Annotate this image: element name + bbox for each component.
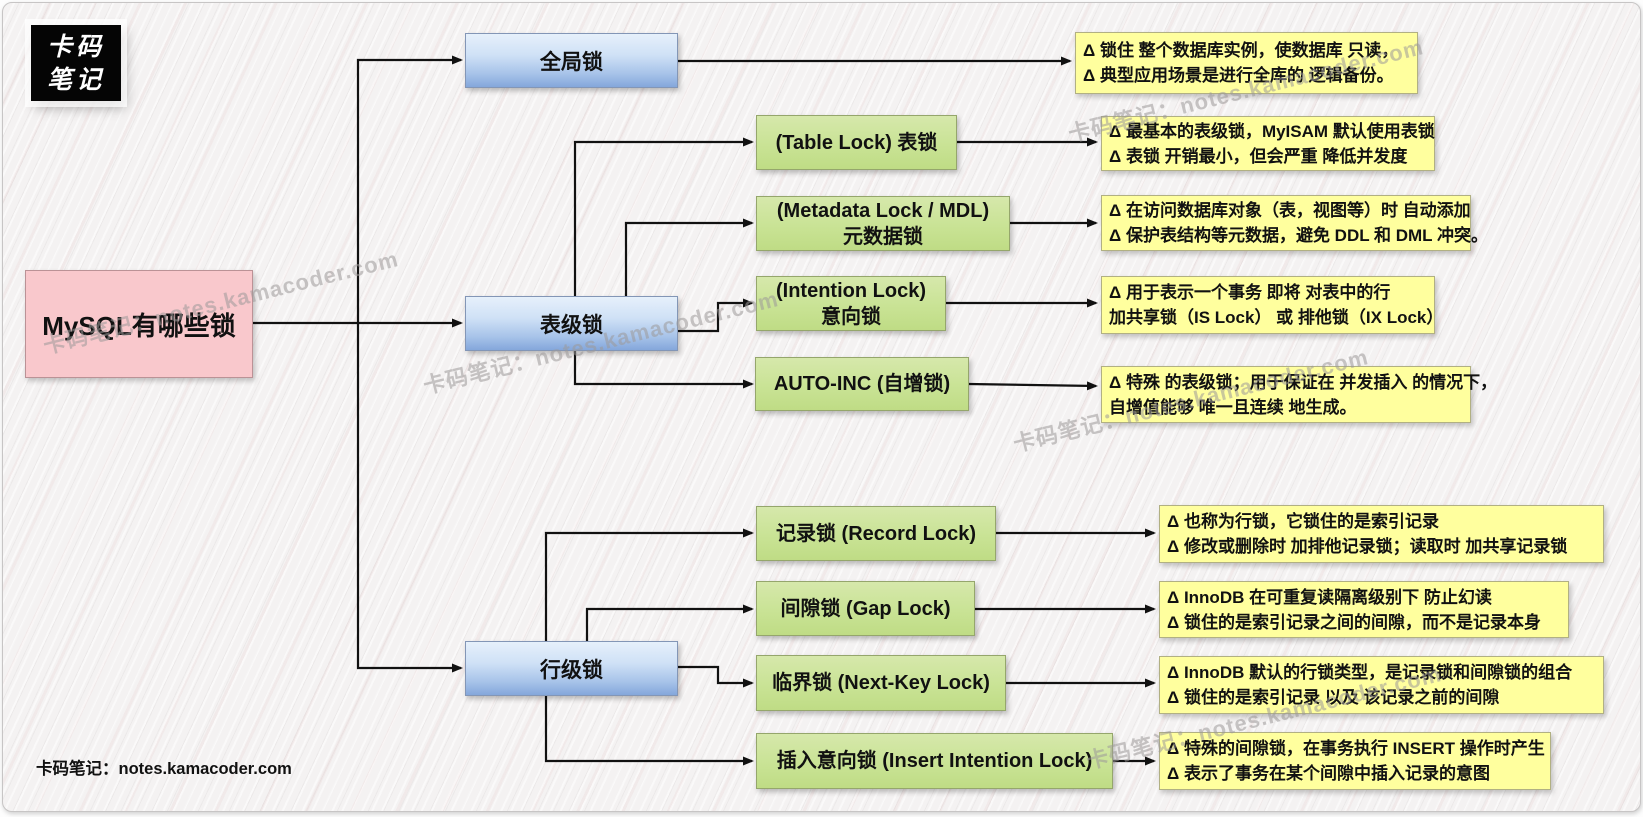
logo-line2: 笔记: [46, 65, 105, 94]
node-insert-intention-lock-label: 插入意向锁 (Insert Intention Lock): [776, 750, 1093, 772]
note-table-lock-line1: Δ 最基本的表级锁，MyISAM 默认使用表锁: [1109, 121, 1435, 141]
node-global-lock: 全局锁: [465, 33, 678, 88]
node-intention-lock-line1: (Intention Lock): [776, 279, 926, 302]
node-insert-intention-lock: 插入意向锁 (Insert Intention Lock): [756, 733, 1113, 789]
note-insert-intention-lock-line1: Δ 特殊的间隙锁，在事务执行 INSERT 操作时产生: [1167, 739, 1545, 758]
node-record-lock: 记录锁 (Record Lock): [756, 506, 996, 561]
note-global-lock: Δ 锁住 整个数据库实例，使数据库 只读， Δ 典型应用场景是进行全库的 逻辑备…: [1075, 32, 1418, 94]
note-record-lock-line1: Δ 也称为行锁，它锁住的是索引记录: [1167, 512, 1439, 531]
note-next-key-lock-line2: Δ 锁住的是索引记录 以及 该记录之前的间隙: [1167, 688, 1500, 707]
note-intention-lock-line2: 加共享锁（IS Lock） 或 排他锁（IX Lock）: [1109, 308, 1444, 327]
node-gap-lock: 间隙锁 (Gap Lock): [756, 581, 975, 636]
note-record-lock: Δ 也称为行锁，它锁住的是索引记录 Δ 修改或删除时 加排他记录锁；读取时 加共…: [1159, 505, 1604, 563]
note-table-lock: Δ 最基本的表级锁，MyISAM 默认使用表锁 Δ 表锁 开销最小，但会严重 降…: [1101, 116, 1435, 171]
logo-line1: 卡码: [46, 32, 105, 61]
note-auto-inc-lock-line1: Δ 特殊 的表级锁；用于保证在 并发插入 的情况下，: [1109, 372, 1498, 392]
note-metadata-lock: Δ 在访问数据库对象（表，视图等）时 自动添加 Δ 保护表结构等元数据，避免 D…: [1101, 195, 1488, 251]
footer-site-text: 卡码笔记：notes.kamacoder.com: [36, 760, 292, 778]
node-metadata-lock-line2: 元数据锁: [843, 225, 923, 248]
note-gap-lock-line1: Δ InnoDB 在可重复读隔离级别下 防止幻读: [1167, 587, 1492, 607]
note-table-lock-line2: Δ 表锁 开销最小，但会严重 降低并发度: [1109, 146, 1408, 166]
node-table-level-lock: 表级锁: [465, 296, 678, 351]
node-root-mysql-locks: MySQL有哪些锁: [25, 270, 253, 378]
node-next-key-lock: 临界锁 (Next-Key Lock): [756, 655, 1006, 711]
node-row-level-lock: 行级锁: [465, 641, 678, 696]
note-metadata-lock-line2: Δ 保护表结构等元数据，避免 DDL 和 DML 冲突。: [1109, 226, 1488, 245]
kamacoder-logo: 卡码 笔记: [31, 25, 121, 101]
node-metadata-lock: (Metadata Lock / MDL) 元数据锁: [756, 196, 1010, 251]
note-global-lock-line1: Δ 锁住 整个数据库实例，使数据库 只读，: [1083, 41, 1399, 60]
note-next-key-lock-line1: Δ InnoDB 默认的行锁类型，是记录锁和间隙锁的组合: [1167, 663, 1573, 682]
node-table-level-lock-label: 表级锁: [540, 313, 603, 337]
node-table-lock-label: (Table Lock) 表锁: [775, 131, 938, 154]
node-intention-lock: (Intention Lock) 意向锁: [756, 276, 946, 331]
node-record-lock-label: 记录锁 (Record Lock): [775, 522, 977, 545]
note-gap-lock-line2: Δ 锁住的是索引记录之间的间隙，而不是记录本身: [1167, 612, 1541, 632]
node-global-lock-label: 全局锁: [540, 50, 603, 74]
note-auto-inc-lock-line2: 自增值能够 唯一且连续 地生成。: [1109, 397, 1357, 417]
note-intention-lock: Δ 用于表示一个事务 即将 对表中的行 加共享锁（IS Lock） 或 排他锁（…: [1101, 276, 1443, 334]
node-metadata-lock-line1: (Metadata Lock / MDL): [776, 199, 990, 222]
node-auto-inc-lock-label: AUTO-INC (自增锁): [773, 373, 951, 395]
node-intention-lock-line2: 意向锁: [821, 305, 881, 328]
note-insert-intention-lock: Δ 特殊的间隙锁，在事务执行 INSERT 操作时产生 Δ 表示了事务在某个间隙…: [1159, 732, 1551, 790]
node-gap-lock-label: 间隙锁 (Gap Lock): [780, 597, 951, 620]
node-row-level-lock-label: 行级锁: [540, 658, 603, 682]
note-record-lock-line2: Δ 修改或删除时 加排他记录锁；读取时 加共享记录锁: [1167, 537, 1568, 556]
note-metadata-lock-line1: Δ 在访问数据库对象（表，视图等）时 自动添加: [1109, 201, 1471, 220]
node-next-key-lock-label: 临界锁 (Next-Key Lock): [772, 672, 990, 694]
note-auto-inc-lock: Δ 特殊 的表级锁；用于保证在 并发插入 的情况下， 自增值能够 唯一且连续 地…: [1101, 366, 1497, 423]
node-auto-inc-lock: AUTO-INC (自增锁): [755, 357, 969, 411]
note-insert-intention-lock-line2: Δ 表示了事务在某个间隙中插入记录的意图: [1167, 764, 1490, 783]
connector-layer: [253, 55, 1156, 766]
note-next-key-lock: Δ InnoDB 默认的行锁类型，是记录锁和间隙锁的组合 Δ 锁住的是索引记录 …: [1159, 656, 1604, 714]
node-table-lock: (Table Lock) 表锁: [756, 115, 957, 170]
node-root-label: MySQL有哪些锁: [42, 310, 236, 341]
note-intention-lock-line1: Δ 用于表示一个事务 即将 对表中的行: [1109, 283, 1391, 302]
note-global-lock-line2: Δ 典型应用场景是进行全库的 逻辑备份。: [1083, 66, 1394, 85]
note-gap-lock: Δ InnoDB 在可重复读隔离级别下 防止幻读 Δ 锁住的是索引记录之间的间隙…: [1159, 581, 1569, 638]
